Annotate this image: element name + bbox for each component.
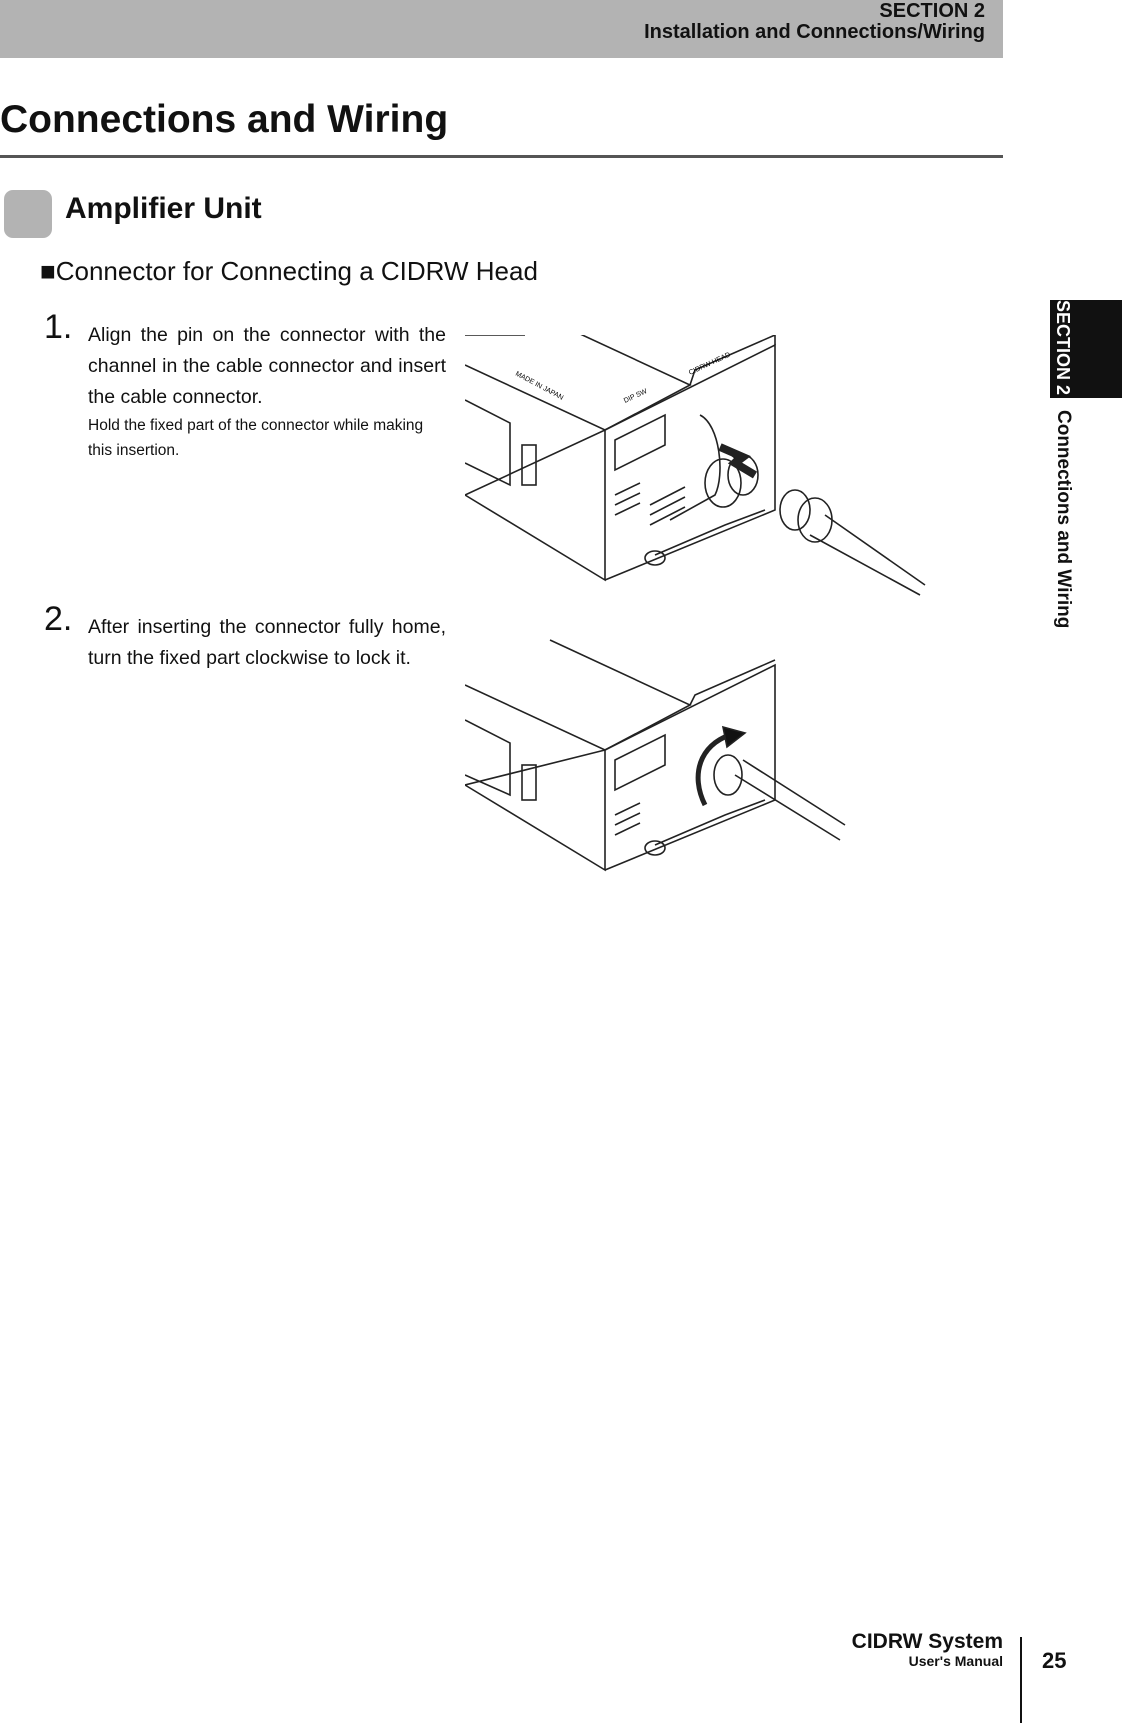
made-in-label: MADE IN JAPAN xyxy=(514,371,564,402)
insert-connector-illustration: MADE IN JAPAN DIP SW CIDRW HEAD xyxy=(465,335,926,596)
footer-product: CIDRW System xyxy=(851,1630,1003,1653)
header-chapter: Installation and Connections/Wiring xyxy=(644,21,985,43)
lock-connector-illustration xyxy=(465,639,846,872)
dip-sw-label: DIP SW xyxy=(623,388,649,405)
subsection-badge xyxy=(4,190,52,238)
step-2-number: 2. xyxy=(44,600,73,638)
step-1-instruction: Align the pin on the connector with the … xyxy=(88,324,446,408)
step-1-number: 1. xyxy=(44,308,73,346)
side-tab-title: Connections and Wiring xyxy=(1053,410,1074,629)
header-section: SECTION 2 xyxy=(879,0,985,22)
step-1-text: Align the pin on the connector with the … xyxy=(88,320,446,463)
square-bullet-icon: ■ xyxy=(40,256,56,286)
title-rule xyxy=(0,155,1003,158)
side-section-tab: SECTION 2 xyxy=(1050,300,1122,398)
footer-divider xyxy=(1020,1637,1022,1723)
footer-manual: User's Manual xyxy=(908,1653,1003,1669)
step-2-text: After inserting the connector fully home… xyxy=(88,616,446,669)
subsection-title: Amplifier Unit xyxy=(65,192,262,225)
connector-heading-text: Connector for Connecting a CIDRW Head xyxy=(55,256,538,286)
cidrw-head-label: CIDRW HEAD xyxy=(688,351,732,376)
step-1-note: Hold the fixed part of the connector whi… xyxy=(88,417,424,459)
page-number: 25 xyxy=(1042,1648,1067,1673)
page-title: Connections and Wiring xyxy=(0,98,449,141)
page-header: SECTION 2 Installation and Connections/W… xyxy=(0,0,1003,58)
connector-heading: ■Connector for Connecting a CIDRW Head xyxy=(40,256,538,287)
side-tab-section: SECTION 2 xyxy=(1053,300,1073,396)
